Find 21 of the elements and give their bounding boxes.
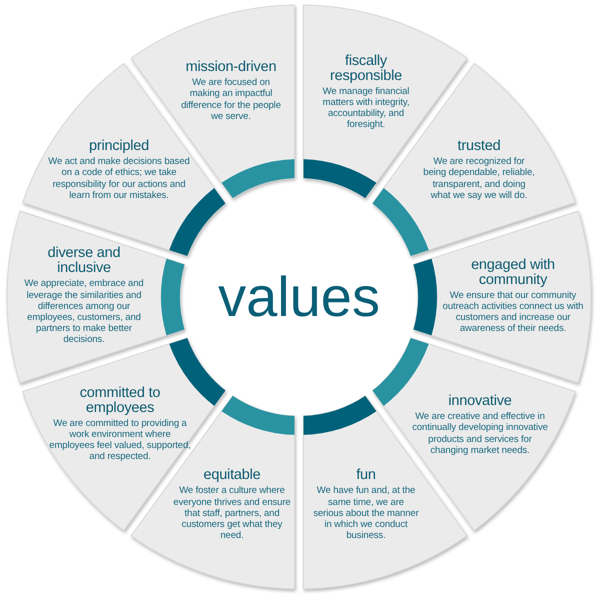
value-heading: fiscally responsible [329,54,403,84]
value-description: We foster a culture where everyone thrives and ensure that staff, partners, and customers get what they need. [172,485,292,542]
value-description: We are committed to providing a work environment where employees feel valued, supported, and respected. [48,418,192,462]
value-heading: mission-driven [184,60,278,76]
value-heading: committed to employees [78,386,162,416]
value-description: We act and make decisions based on a code of ethics; we take responsibility for our actions and learn from our mistakes. [47,156,191,201]
value-heading: equitable [202,468,262,484]
value-description: We appreciate, embrace and leverage the similarities and differences among our employees, customers, and partners to make better decisions. [23,278,145,346]
value-heading: trusted [456,139,502,154]
value-description: We manage financial matters with integrity, accountability, and foresight. [322,86,410,130]
value-description: We are focused on making an impactful difference for the people we serve. [180,77,282,122]
value-description: We have fun and, at the same time, we are serious about the manner in which we conduct business. [312,485,420,542]
center-title: values [218,269,380,325]
value-heading: fun [355,468,377,484]
value-heading: principled [88,139,150,154]
value-description: We ensure that our community outreach activities connect us with customers and increase our awareness of their needs. [442,290,584,334]
value-description: We are recognized for being dependable, reliable, transparent, and doing what we say we will do. [423,156,535,201]
value-heading: engaged with community [470,258,556,288]
value-heading: innovative [447,394,513,410]
value-description: We are creative and effective in continually developing innovative products and services for changing market needs. [412,411,548,456]
value-heading: diverse and inclusive [46,246,122,276]
